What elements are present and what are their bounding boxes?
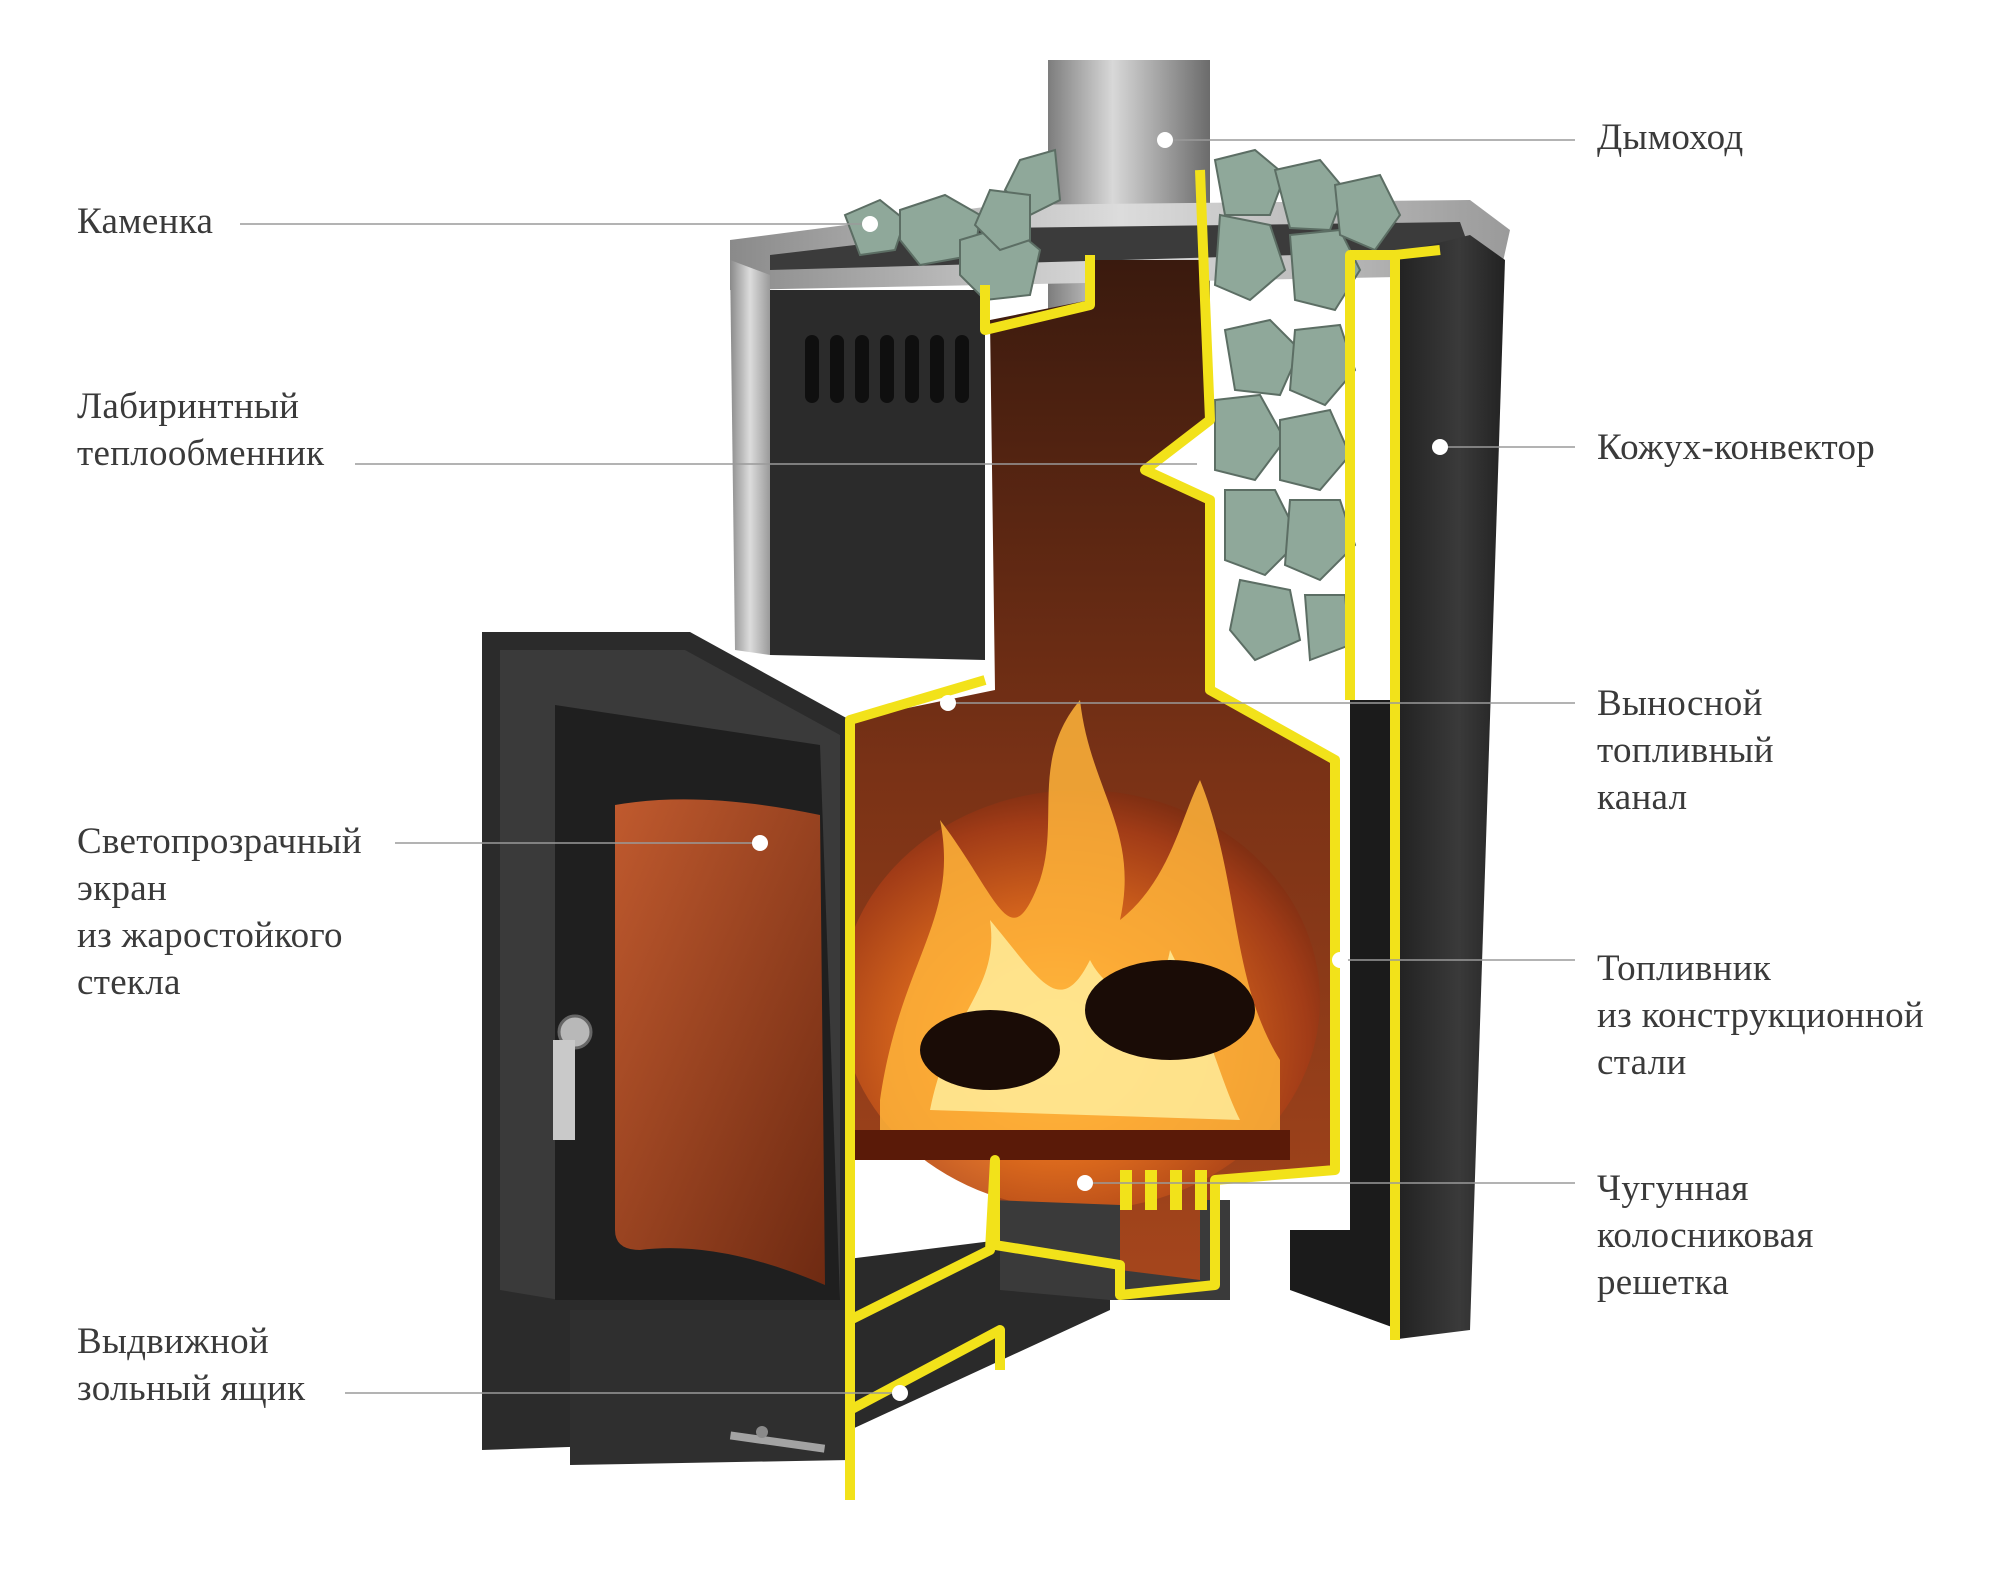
label-grate-line-1: Чугунная bbox=[1597, 1168, 1749, 1209]
label-chimney-text: Дымоход bbox=[1597, 117, 1744, 158]
label-ash-box-line-2: зольный ящик bbox=[77, 1368, 306, 1409]
label-ash-box-line-1: Выдвижной bbox=[77, 1321, 269, 1362]
sauna-stones bbox=[843, 148, 1402, 662]
section-outline bbox=[845, 169, 1441, 1500]
label-fuel-channel-line-1: Выносной bbox=[1597, 683, 1763, 724]
label-grate: Чугунная колосниковая решетка bbox=[1597, 1165, 1814, 1306]
label-glass-screen-line-1: Светопрозрачный bbox=[77, 821, 362, 862]
label-fuel-channel-line-3: канал bbox=[1597, 777, 1688, 818]
label-firebox-line-2: из конструкционной bbox=[1597, 995, 1924, 1036]
fire bbox=[830, 700, 1320, 1210]
cast-iron-grate bbox=[1120, 1170, 1207, 1210]
leader-lines bbox=[240, 139, 1575, 1394]
leader-dots bbox=[752, 132, 1448, 1401]
label-firebox: Топливник из конструкционной стали bbox=[1597, 945, 1924, 1086]
glass-screen bbox=[615, 799, 825, 1285]
label-glass-screen-line-2: экран bbox=[77, 868, 168, 909]
label-ash-box: Выдвижной зольный ящик bbox=[77, 1318, 305, 1412]
label-fuel-channel: Выносной топливный канал bbox=[1597, 680, 1774, 821]
side-vents bbox=[805, 335, 969, 403]
label-glass-screen-line-4: стекла bbox=[77, 962, 181, 1003]
ash-drawer-handle bbox=[729, 1431, 826, 1453]
label-glass-screen: Светопрозрачный экран из жаростойкого ст… bbox=[77, 818, 362, 1006]
label-fuel-channel-line-2: топливный bbox=[1597, 730, 1774, 771]
ash-drawer-front bbox=[570, 1310, 850, 1465]
convector-casing-rear bbox=[1290, 700, 1400, 1330]
label-kamenka-text: Каменка bbox=[77, 201, 214, 242]
label-chimney: Дымоход bbox=[1597, 114, 1744, 161]
label-grate-line-2: колосниковая bbox=[1597, 1215, 1814, 1256]
label-firebox-line-3: стали bbox=[1597, 1042, 1687, 1083]
label-grate-line-3: решетка bbox=[1597, 1262, 1729, 1303]
log bbox=[920, 1010, 1060, 1090]
label-glass-screen-line-3: из жаростойкого bbox=[77, 915, 343, 956]
label-convector-casing: Кожух-конвектор bbox=[1597, 424, 1875, 471]
left-heat-panel bbox=[770, 290, 985, 660]
convector-casing-shape bbox=[1390, 235, 1505, 1340]
left-steel-column bbox=[730, 260, 770, 655]
ash-chamber bbox=[990, 1200, 1230, 1300]
label-kamenka: Каменка bbox=[77, 198, 213, 245]
label-heat-exchanger-line-1: Лабиринтный bbox=[77, 386, 300, 427]
label-firebox-line-1: Топливник bbox=[1597, 948, 1772, 989]
label-heat-exchanger-line-2: теплообменник bbox=[77, 433, 325, 474]
label-heat-exchanger: Лабиринтный теплообменник bbox=[77, 383, 324, 477]
label-convector-casing-text: Кожух-конвектор bbox=[1597, 427, 1876, 468]
log bbox=[1085, 960, 1255, 1060]
door-handle bbox=[553, 1014, 593, 1140]
